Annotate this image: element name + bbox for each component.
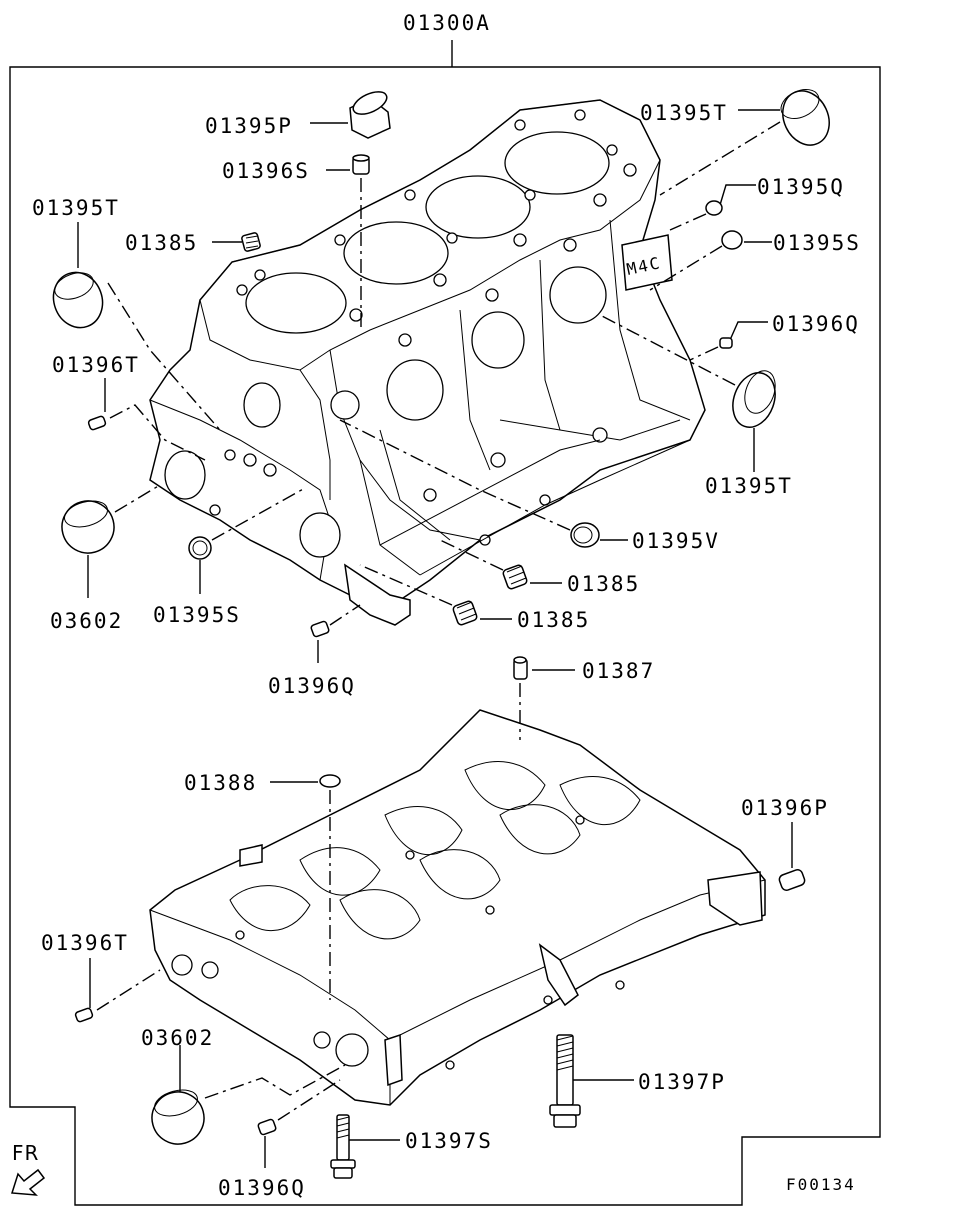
label-01395T-left: 01395T	[32, 196, 120, 220]
label-01395T-right: 01395T	[705, 474, 793, 498]
part-01396P-dowel	[778, 822, 806, 891]
part-01396S-dowel	[326, 154, 370, 330]
part-01397P-bolt	[549, 1034, 634, 1128]
label-03602-upper: 03602	[50, 609, 123, 633]
label-01396Q-right: 01396Q	[772, 312, 860, 336]
front-direction-arrow-icon	[11, 1168, 46, 1196]
part-01395T-top-right	[659, 88, 830, 196]
part-01395S-lower	[188, 487, 306, 594]
part-01385-plug-low	[359, 564, 512, 626]
label-01395S-lower: 01395S	[153, 603, 241, 627]
part-01387-dowel	[513, 656, 575, 740]
label-01396Q-bottom: 01396Q	[218, 1176, 306, 1200]
part-01388-oring	[270, 774, 341, 1000]
part-03602-lower-seal	[151, 1045, 346, 1145]
label-01385-mid: 01385	[567, 572, 640, 596]
part-01395S-right	[649, 230, 772, 291]
label-01385-top: 01385	[125, 231, 198, 255]
label-01395T-top-right: 01395T	[640, 101, 728, 125]
part-03602-upper-seal	[61, 484, 161, 598]
part-01396Q-right	[689, 321, 768, 361]
part-01395V	[339, 419, 628, 548]
label-01395Q: 01395Q	[757, 175, 845, 199]
part-01385-plug-top	[212, 232, 261, 252]
assembly-frame	[9, 40, 881, 1206]
part-01396T-upper-left	[87, 378, 206, 461]
part-01395T-right	[599, 314, 776, 472]
label-01395P: 01395P	[205, 114, 293, 138]
label-01387: 01387	[582, 659, 655, 683]
label-01397P: 01397P	[638, 1070, 726, 1094]
label-01395V: 01395V	[632, 529, 720, 553]
label-01396T-upper-left: 01396T	[52, 353, 140, 377]
part-01385-plug-mid	[439, 539, 562, 590]
part-01396Q-mid	[310, 604, 361, 663]
crankcase-lower	[149, 709, 766, 1106]
part-01395Q-plug	[669, 184, 756, 231]
label-01396Q-mid: 01396Q	[268, 674, 356, 698]
part-01396Q-bottom	[257, 1079, 341, 1168]
label-01396P: 01396P	[741, 796, 829, 820]
front-label: FR	[12, 1141, 39, 1165]
label-01396S: 01396S	[222, 159, 310, 183]
label-01388: 01388	[184, 771, 257, 795]
part-01395T-left	[52, 222, 221, 431]
figure-code: F00134	[786, 1175, 856, 1194]
label-01396T-lower-left: 01396T	[41, 931, 129, 955]
label-01395S-right: 01395S	[773, 231, 861, 255]
part-01395P-cup-plug	[310, 91, 391, 139]
label-01397S: 01397S	[405, 1129, 493, 1153]
label-03602-lower: 03602	[141, 1026, 214, 1050]
assembly-label: 01300A	[403, 11, 491, 35]
part-01396T-lower-left	[74, 958, 161, 1023]
label-01385-low: 01385	[517, 608, 590, 632]
part-01397S-bolt	[330, 1114, 400, 1179]
cylinder-block-upper	[149, 99, 706, 626]
